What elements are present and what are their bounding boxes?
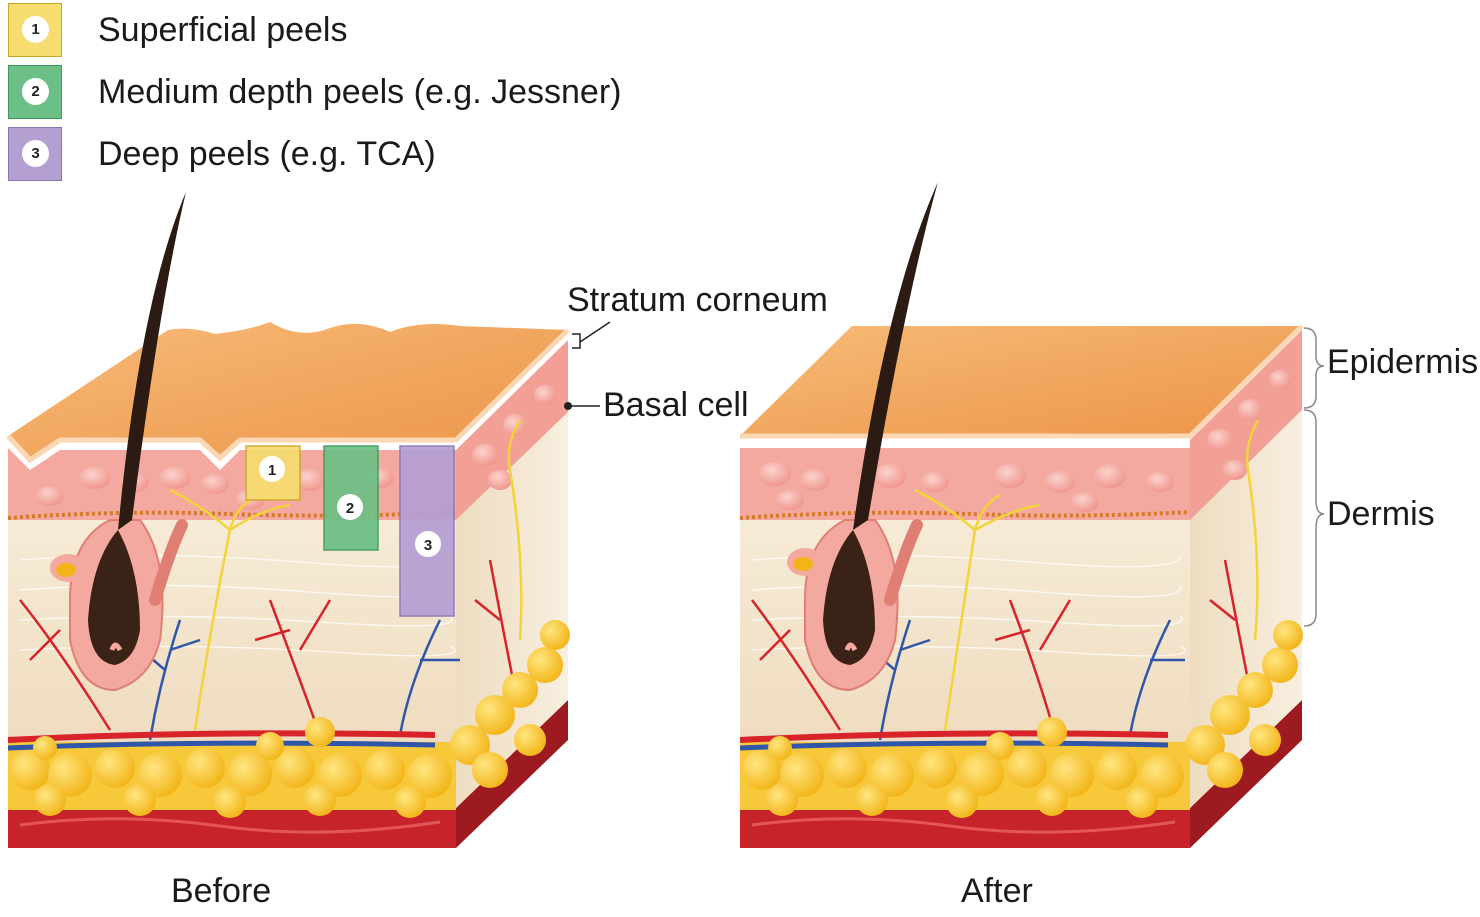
label-basal-cell: Basal cell	[603, 386, 749, 424]
before-skin-block	[6, 192, 570, 848]
label-dermis: Dermis	[1327, 495, 1435, 533]
label-stratum-corneum: Stratum corneum	[567, 281, 828, 319]
label-after: After	[961, 872, 1033, 910]
legend-number-1: 1	[22, 16, 49, 43]
after-skin-block	[739, 182, 1304, 848]
layer-brackets	[1303, 327, 1325, 627]
peel-marker-3: 3	[424, 537, 432, 554]
legend-label-1: Superficial peels	[98, 11, 348, 49]
peel-depth-markers: 1 2 3	[245, 445, 455, 617]
peel-marker-2: 2	[346, 500, 354, 517]
legend-number-3: 3	[22, 140, 49, 167]
legend-number-2: 2	[22, 78, 49, 105]
label-epidermis: Epidermis	[1327, 343, 1479, 381]
peel-marker-1: 1	[268, 462, 276, 479]
legend-label-3: Deep peels (e.g. TCA)	[98, 135, 436, 173]
legend-label-2: Medium depth peels (e.g. Jessner)	[98, 73, 622, 111]
label-leaders	[568, 321, 611, 407]
label-before: Before	[171, 872, 272, 910]
